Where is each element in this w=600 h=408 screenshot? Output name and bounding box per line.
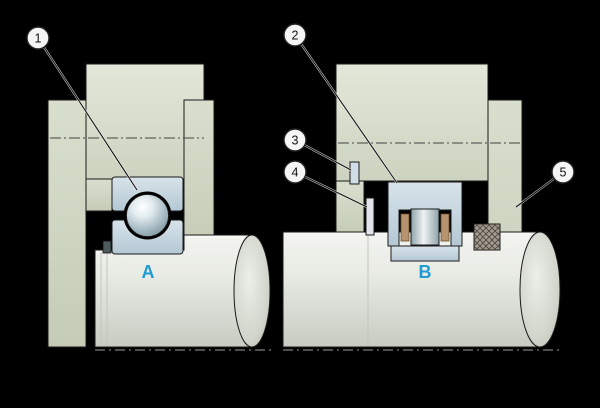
housing-top-block-b [335, 63, 489, 182]
housing-right-wall-a [183, 99, 215, 251]
callout-circle-4 [283, 160, 307, 184]
leader-line-2 [294, 34, 398, 184]
locating-ring-a [102, 240, 112, 254]
housing-snap-ring [349, 161, 360, 185]
housing-left-wall-a [47, 99, 87, 348]
callout-circle-2 [283, 23, 307, 47]
housing-shoulder-b [335, 180, 365, 236]
callout-circle-5 [551, 160, 575, 184]
leader-line-1 [37, 37, 138, 191]
roller-bearing-inner-ring [390, 245, 460, 262]
housing-bore-shoulder-a [85, 178, 113, 212]
callout-number-4: 4 [292, 166, 299, 180]
assembly-b: B [282, 63, 562, 351]
leader-line-4 [294, 171, 368, 208]
callout-number-3: 3 [292, 134, 299, 148]
shaft-b-end-face [519, 231, 561, 348]
callout-number-1: 1 [35, 32, 42, 46]
callout-circle-3 [283, 128, 307, 152]
assembly-a: A [47, 63, 272, 351]
roller-cage-bar-left [400, 213, 410, 242]
roller-bearing-roller [410, 208, 440, 246]
section-label-a: A [142, 262, 155, 282]
ball-bearing-ball [126, 194, 169, 237]
callout-number-2: 2 [292, 29, 299, 43]
callout-circle-1 [26, 26, 50, 50]
shaft-a-end-face [233, 234, 271, 348]
roller-cage-bar-right [440, 213, 450, 242]
callout-bubbles: 1 2 3 4 5 [26, 23, 575, 184]
spacer-ring-hatching [474, 224, 500, 250]
callout-number-5: 5 [560, 166, 567, 180]
section-label-b: B [419, 262, 432, 282]
abutment-spacer [365, 197, 375, 236]
